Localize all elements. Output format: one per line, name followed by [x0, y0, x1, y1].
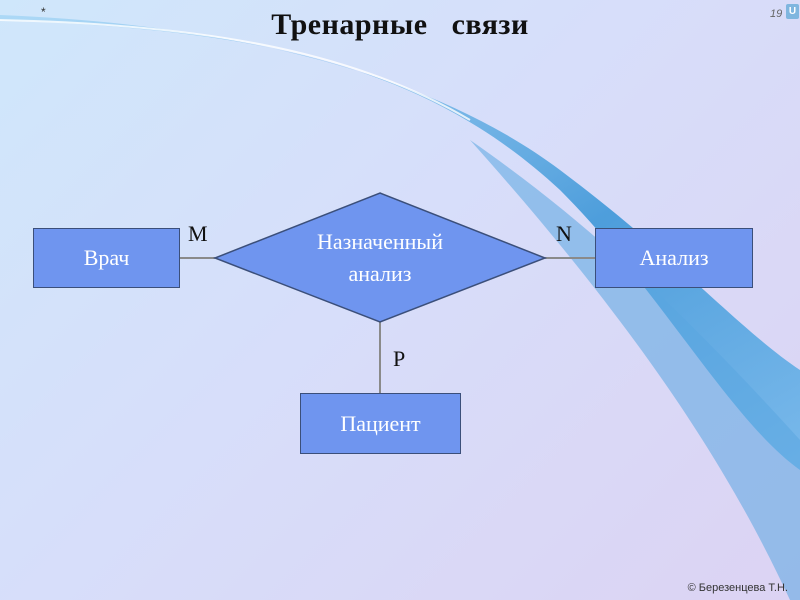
- entity-analysis: Анализ: [595, 228, 753, 288]
- page-number: 19: [770, 8, 783, 20]
- cardinality-p: P: [393, 346, 406, 371]
- slide-marker: *: [41, 5, 46, 19]
- relationship-label-line1: Назначенный: [317, 229, 443, 254]
- cardinality-n: N: [556, 221, 572, 246]
- corner-u-icon: U: [786, 4, 799, 19]
- relationship-diamond: [212, 192, 548, 323]
- copyright-text: © Березенцева Т.Н.: [687, 582, 788, 594]
- relationship-label: Назначенный анализ: [215, 226, 545, 290]
- slide-title: Тренарные связи: [271, 8, 529, 41]
- relationship-label-line2: анализ: [348, 261, 412, 286]
- entity-doctor: Врач: [33, 228, 180, 288]
- cardinality-m: M: [188, 221, 208, 246]
- entity-patient: Пациент: [300, 393, 461, 454]
